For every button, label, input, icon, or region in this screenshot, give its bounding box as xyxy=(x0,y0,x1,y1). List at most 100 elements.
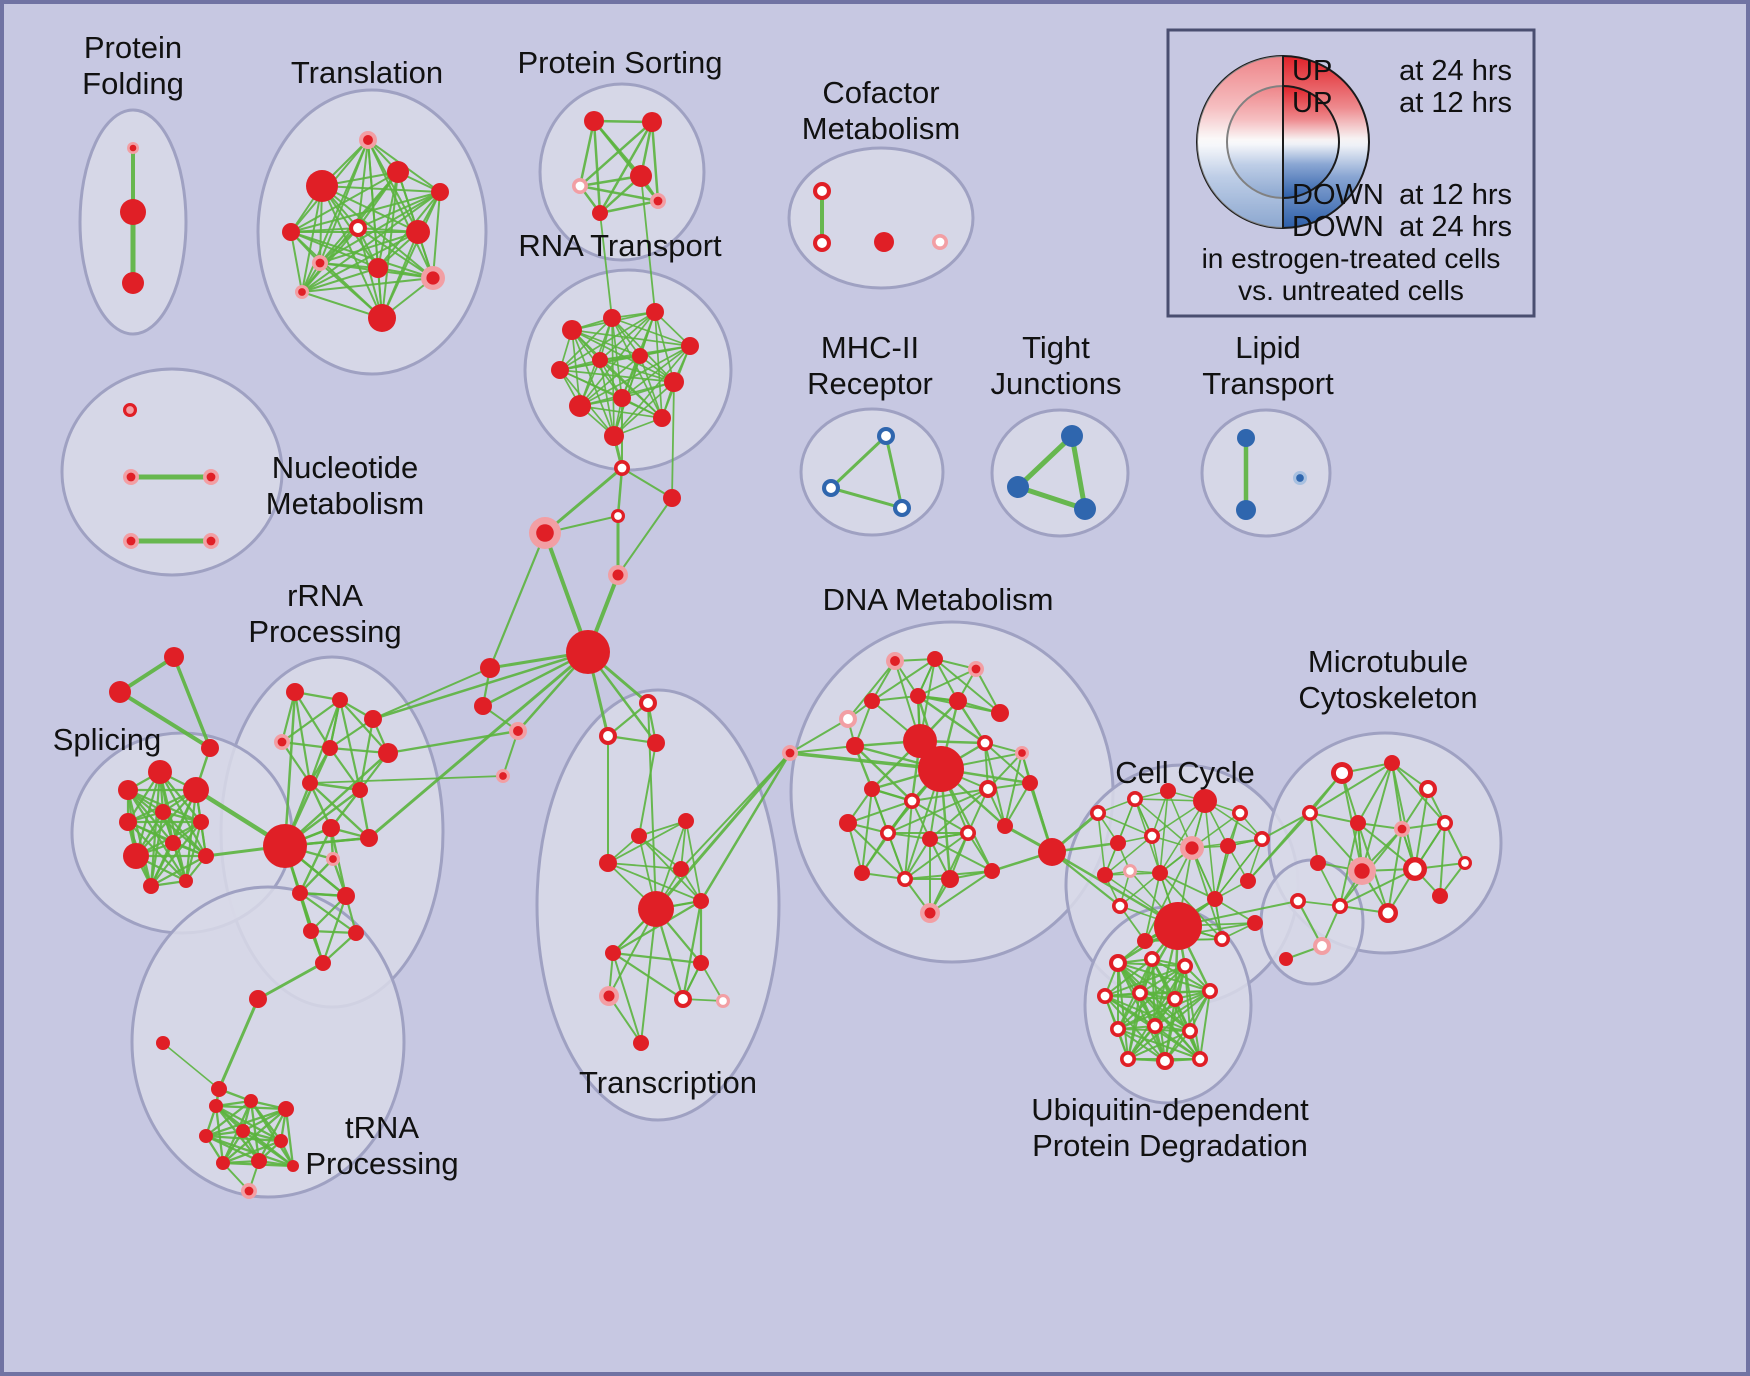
node-center xyxy=(1195,1054,1205,1064)
node xyxy=(378,743,398,763)
edge xyxy=(308,781,362,792)
edge xyxy=(283,690,297,848)
edge xyxy=(1159,790,1169,874)
edge xyxy=(640,908,657,1044)
node xyxy=(984,863,1000,879)
edge xyxy=(1159,872,1216,900)
node xyxy=(681,337,699,355)
node xyxy=(406,220,430,244)
node-center xyxy=(983,784,993,794)
node xyxy=(431,183,449,201)
node xyxy=(120,199,146,225)
node xyxy=(1432,888,1448,904)
edge xyxy=(172,655,212,750)
node xyxy=(352,782,368,798)
node xyxy=(348,925,364,941)
node-center xyxy=(1130,794,1140,804)
node xyxy=(642,112,662,132)
node xyxy=(839,814,857,832)
edge xyxy=(559,311,656,371)
edge xyxy=(321,894,348,965)
edge xyxy=(1117,1028,1166,1062)
edge xyxy=(1117,962,1129,1060)
edge xyxy=(638,742,657,837)
node xyxy=(613,389,631,407)
node-center xyxy=(1170,994,1180,1004)
edge xyxy=(1439,822,1446,897)
cluster-ellipse-trna-processing xyxy=(130,885,406,1199)
edge xyxy=(654,311,663,419)
node xyxy=(1061,425,1083,447)
edge xyxy=(621,467,673,499)
node xyxy=(1007,476,1029,498)
node xyxy=(638,891,674,927)
edge xyxy=(1309,762,1393,814)
node xyxy=(165,835,181,851)
edge xyxy=(611,899,703,955)
cluster-label-transcription: Transcription xyxy=(579,1065,757,1100)
edge xyxy=(884,434,904,510)
edge xyxy=(1104,958,1153,997)
edge xyxy=(1139,965,1186,994)
edge xyxy=(149,770,162,888)
edge xyxy=(338,698,362,792)
edge xyxy=(328,698,342,750)
node xyxy=(664,372,684,392)
node xyxy=(179,874,193,888)
node xyxy=(155,804,171,820)
node-center xyxy=(1235,808,1245,818)
edge xyxy=(1021,752,1053,853)
node-center xyxy=(980,738,990,748)
edge xyxy=(929,870,993,914)
node-center xyxy=(1113,958,1123,968)
edge xyxy=(1004,752,1023,827)
edge xyxy=(621,345,691,399)
legend-left-half-shade xyxy=(1197,56,1283,228)
legend-direction-label: DOWN xyxy=(1292,211,1384,243)
node xyxy=(368,304,396,332)
node xyxy=(263,824,307,868)
edge xyxy=(829,486,904,510)
node xyxy=(251,1153,267,1169)
node xyxy=(236,1124,250,1138)
edge xyxy=(599,212,613,319)
node-center xyxy=(612,569,624,581)
edge xyxy=(1199,990,1211,1060)
edge xyxy=(579,355,641,407)
edge xyxy=(579,345,691,407)
edge xyxy=(118,690,212,750)
edge xyxy=(241,1129,295,1168)
cluster-ellipse-lipid-transport xyxy=(1200,408,1332,538)
edge xyxy=(543,466,624,535)
node-center xyxy=(1397,824,1407,834)
edge xyxy=(612,952,642,1044)
edge xyxy=(916,694,987,745)
node xyxy=(592,352,608,368)
edge xyxy=(214,1104,283,1143)
node-center xyxy=(924,907,936,919)
node xyxy=(198,848,214,864)
node xyxy=(1279,952,1293,966)
edge xyxy=(887,832,906,880)
cluster-ellipse-mhc-ii-receptor xyxy=(799,407,945,537)
node xyxy=(322,740,338,756)
edge xyxy=(134,770,162,858)
node-center xyxy=(244,1186,254,1196)
edge xyxy=(298,826,333,895)
edge xyxy=(1414,788,1429,870)
node-center xyxy=(900,874,910,884)
legend-direction-label: DOWN xyxy=(1292,179,1384,211)
node xyxy=(211,1081,227,1097)
edge xyxy=(1154,1025,1201,1060)
node xyxy=(941,870,959,888)
node xyxy=(846,737,864,755)
node xyxy=(1207,891,1223,907)
edge xyxy=(559,317,613,371)
node-center xyxy=(1185,1026,1195,1036)
node-center xyxy=(1115,901,1125,911)
edge xyxy=(699,751,792,903)
cluster-label-dna-metabolism: DNA Metabolism xyxy=(823,582,1054,617)
node-center xyxy=(1150,1021,1160,1031)
